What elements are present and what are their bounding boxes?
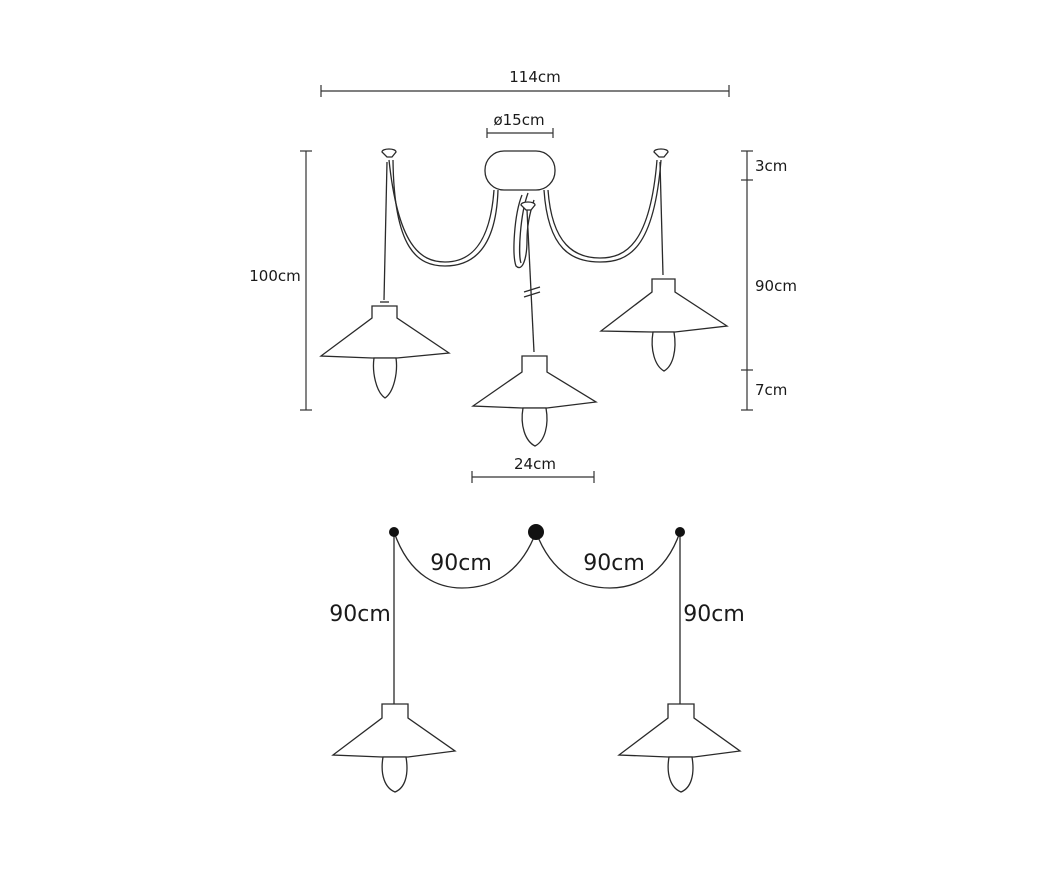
cable-length-label: 90cm <box>755 277 797 295</box>
bottom-pendant-left <box>331 703 457 793</box>
right-swag-cable <box>535 531 681 589</box>
height-label: 100cm <box>249 267 301 285</box>
pendant-center <box>471 355 598 447</box>
left-drop-label: 90cm <box>329 602 391 627</box>
ceiling-canopy <box>484 150 556 191</box>
top-view: 114cm ø15cm 100cm 3cm 90cm 7cm <box>249 68 797 483</box>
right-anchor-dot <box>675 527 685 537</box>
canopy-diameter-dimension: ø15cm <box>486 111 554 138</box>
left-swag-cable <box>393 531 537 589</box>
cables <box>383 159 664 353</box>
shade-diameter-label: 24cm <box>514 455 556 473</box>
right-drop-label: 90cm <box>683 602 745 627</box>
width-dimension: 114cm <box>320 68 730 97</box>
pendant-right <box>599 278 729 372</box>
left-swag-label: 90cm <box>430 551 492 576</box>
bottom-view: 90cm 90cm 90cm 90cm <box>329 524 745 793</box>
width-label: 114cm <box>509 68 561 86</box>
left-anchor-dot <box>389 527 399 537</box>
cable-hooks <box>381 148 669 211</box>
bulb-drop-label: 7cm <box>755 381 787 399</box>
right-height-dimensions: 3cm 90cm 7cm <box>741 150 797 411</box>
pendant-left <box>319 301 451 399</box>
center-canopy-dot <box>528 524 544 540</box>
right-swag-label: 90cm <box>583 551 645 576</box>
canopy-height-label: 3cm <box>755 157 787 175</box>
height-dimension: 100cm <box>249 150 312 411</box>
canopy-diameter-label: ø15cm <box>493 111 544 129</box>
shade-diameter-dimension: 24cm <box>471 455 595 483</box>
bottom-pendant-right <box>617 703 742 793</box>
